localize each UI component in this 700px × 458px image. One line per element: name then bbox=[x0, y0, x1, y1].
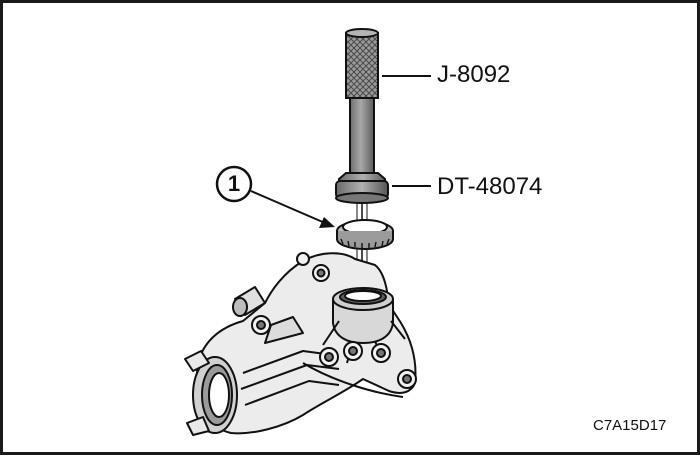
callout-circle bbox=[215, 165, 253, 203]
callout-arrowhead bbox=[319, 217, 335, 228]
differential-housing bbox=[184, 252, 417, 436]
figure-id: C7A15D17 bbox=[593, 417, 667, 434]
driver-handle-j8092 bbox=[345, 28, 379, 177]
callout-number: 1 bbox=[227, 171, 241, 196]
tool-label-j8092: J-8092 bbox=[437, 61, 511, 88]
callout-leader bbox=[250, 190, 326, 224]
handle-top-cap bbox=[345, 28, 379, 38]
technical-illustration bbox=[184, 28, 431, 436]
driver-shaft bbox=[349, 97, 375, 177]
installer-dt48074 bbox=[335, 172, 389, 204]
knurled-grip bbox=[345, 32, 379, 99]
tool-label-dt48074: DT-48074 bbox=[437, 173, 543, 200]
oil-seal bbox=[336, 219, 394, 250]
